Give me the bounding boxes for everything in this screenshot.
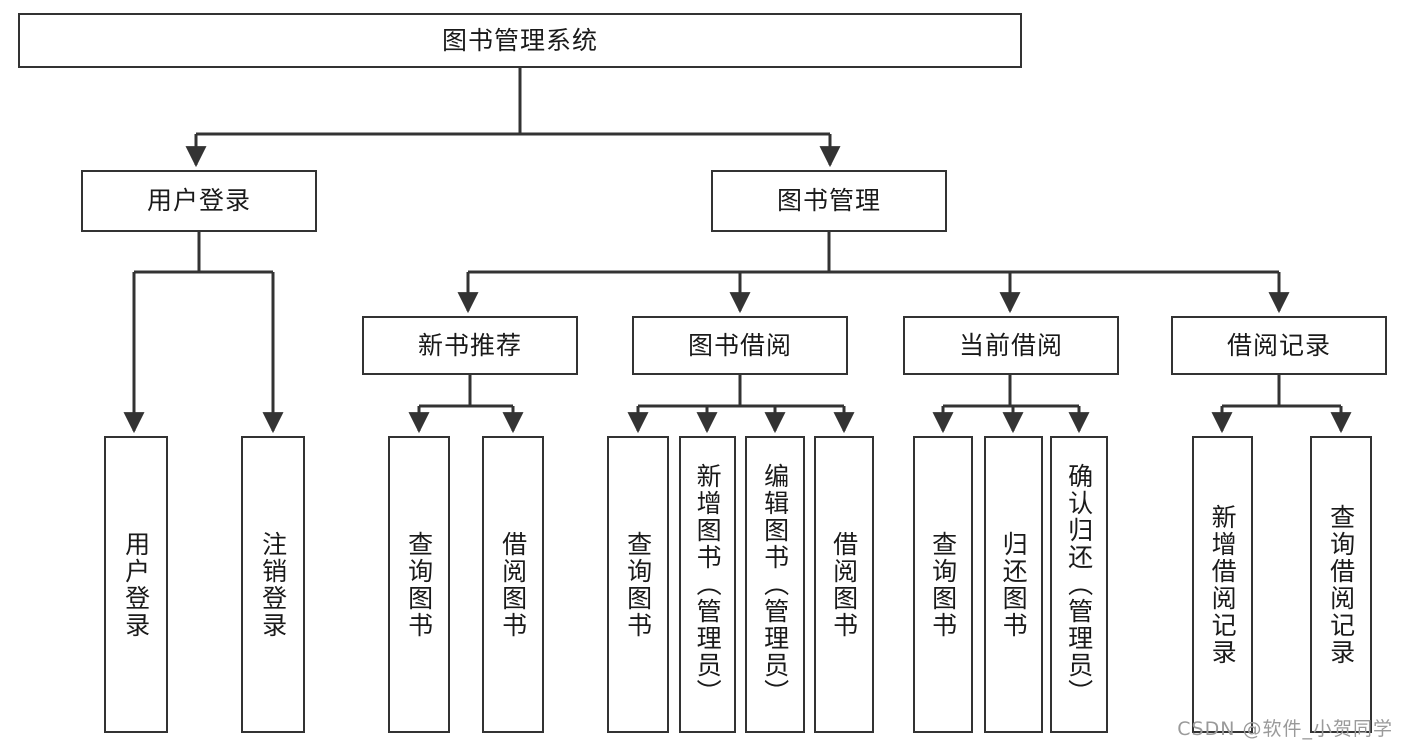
node-leaf-query-book-1-label: 查询图书 [404,530,434,639]
node-leaf-query-book-1[interactable]: 查询图书 [388,436,450,733]
node-leaf-edit-book[interactable]: 编辑图书（管理员） [745,436,805,733]
node-leaf-borrow-book-1-label: 借阅图书 [498,530,528,639]
node-leaf-user-login[interactable]: 用户登录 [104,436,168,733]
node-leaf-borrow-book-2[interactable]: 借阅图书 [814,436,874,733]
node-leaf-add-book-label: 新增图书（管理员） [693,463,723,706]
node-book-manage-label: 图书管理 [776,186,881,215]
node-leaf-return-book[interactable]: 归还图书 [984,436,1043,733]
node-new-book-recommend-label: 新书推荐 [417,330,522,360]
node-root-label: 图书管理系统 [441,25,598,55]
node-leaf-logout-login[interactable]: 注销登录 [241,436,305,733]
node-leaf-edit-book-label: 编辑图书（管理员） [760,463,790,706]
node-user-login[interactable]: 用户登录 [81,170,317,232]
node-leaf-user-login-label: 用户登录 [121,530,151,639]
node-leaf-confirm-return-label: 确认归还（管理员） [1064,463,1094,706]
node-leaf-query-book-3-label: 查询图书 [928,530,958,639]
watermark-text: CSDN @软件_小贺同学 [1177,718,1393,740]
node-borrow-record[interactable]: 借阅记录 [1171,316,1387,375]
node-book-borrow[interactable]: 图书借阅 [632,316,848,375]
node-leaf-add-book[interactable]: 新增图书（管理员） [679,436,736,733]
node-leaf-add-record-label: 新增借阅记录 [1208,503,1238,666]
node-book-manage[interactable]: 图书管理 [711,170,947,232]
node-leaf-return-book-label: 归还图书 [999,530,1029,639]
node-current-borrow[interactable]: 当前借阅 [903,316,1119,375]
node-leaf-add-record[interactable]: 新增借阅记录 [1192,436,1253,733]
node-leaf-query-book-2-label: 查询图书 [623,530,653,639]
node-leaf-query-record[interactable]: 查询借阅记录 [1310,436,1372,733]
node-new-book-recommend[interactable]: 新书推荐 [362,316,578,375]
node-book-borrow-label: 图书借阅 [687,330,792,360]
node-root[interactable]: 图书管理系统 [18,13,1022,68]
node-leaf-query-book-2[interactable]: 查询图书 [607,436,669,733]
node-leaf-logout-login-label: 注销登录 [258,530,288,639]
node-borrow-record-label: 借阅记录 [1226,330,1331,360]
node-leaf-borrow-book-1[interactable]: 借阅图书 [482,436,544,733]
node-user-login-label: 用户登录 [146,186,251,215]
node-leaf-query-record-label: 查询借阅记录 [1326,503,1356,666]
node-current-borrow-label: 当前借阅 [958,330,1063,360]
node-leaf-confirm-return[interactable]: 确认归还（管理员） [1050,436,1108,733]
node-leaf-query-book-3[interactable]: 查询图书 [913,436,973,733]
node-leaf-borrow-book-2-label: 借阅图书 [829,530,859,639]
